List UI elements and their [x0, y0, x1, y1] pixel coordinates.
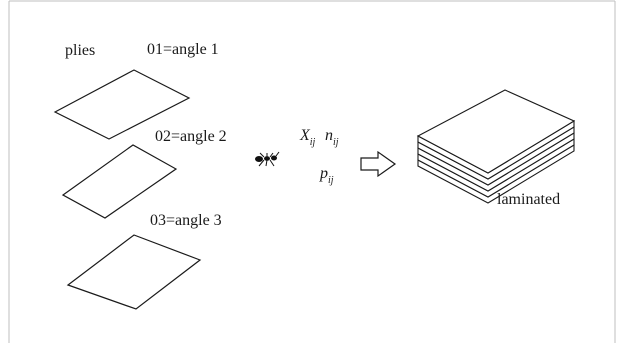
hollow-right-arrow-icon	[360, 150, 397, 178]
ply-2-sheet	[61, 144, 178, 219]
param-p: pij	[319, 165, 334, 186]
ply-3-sheet	[66, 234, 202, 310]
param-x: Xij	[299, 127, 316, 148]
ply-3-label: 03=angle 3	[150, 212, 222, 229]
ply-1-label: 01=angle 1	[147, 41, 219, 58]
param-p-sub: ij	[328, 175, 334, 186]
param-x-sub: ij	[310, 137, 316, 148]
param-n-sub: ij	[333, 137, 339, 148]
param-n: nij	[325, 127, 339, 148]
laminated-label: laminated	[497, 191, 560, 208]
laminate-top-face	[416, 89, 576, 174]
ant-icon	[255, 151, 280, 167]
ply-2-label: 02=angle 2	[155, 128, 227, 145]
laminate-stack	[416, 89, 576, 204]
figure-frame	[8, 0, 616, 343]
param-p-base: p	[319, 165, 328, 182]
plies-label: plies	[65, 42, 95, 59]
param-n-base: n	[325, 127, 333, 144]
param-x-base: X	[299, 127, 311, 144]
ply-1-sheet	[53, 69, 191, 140]
